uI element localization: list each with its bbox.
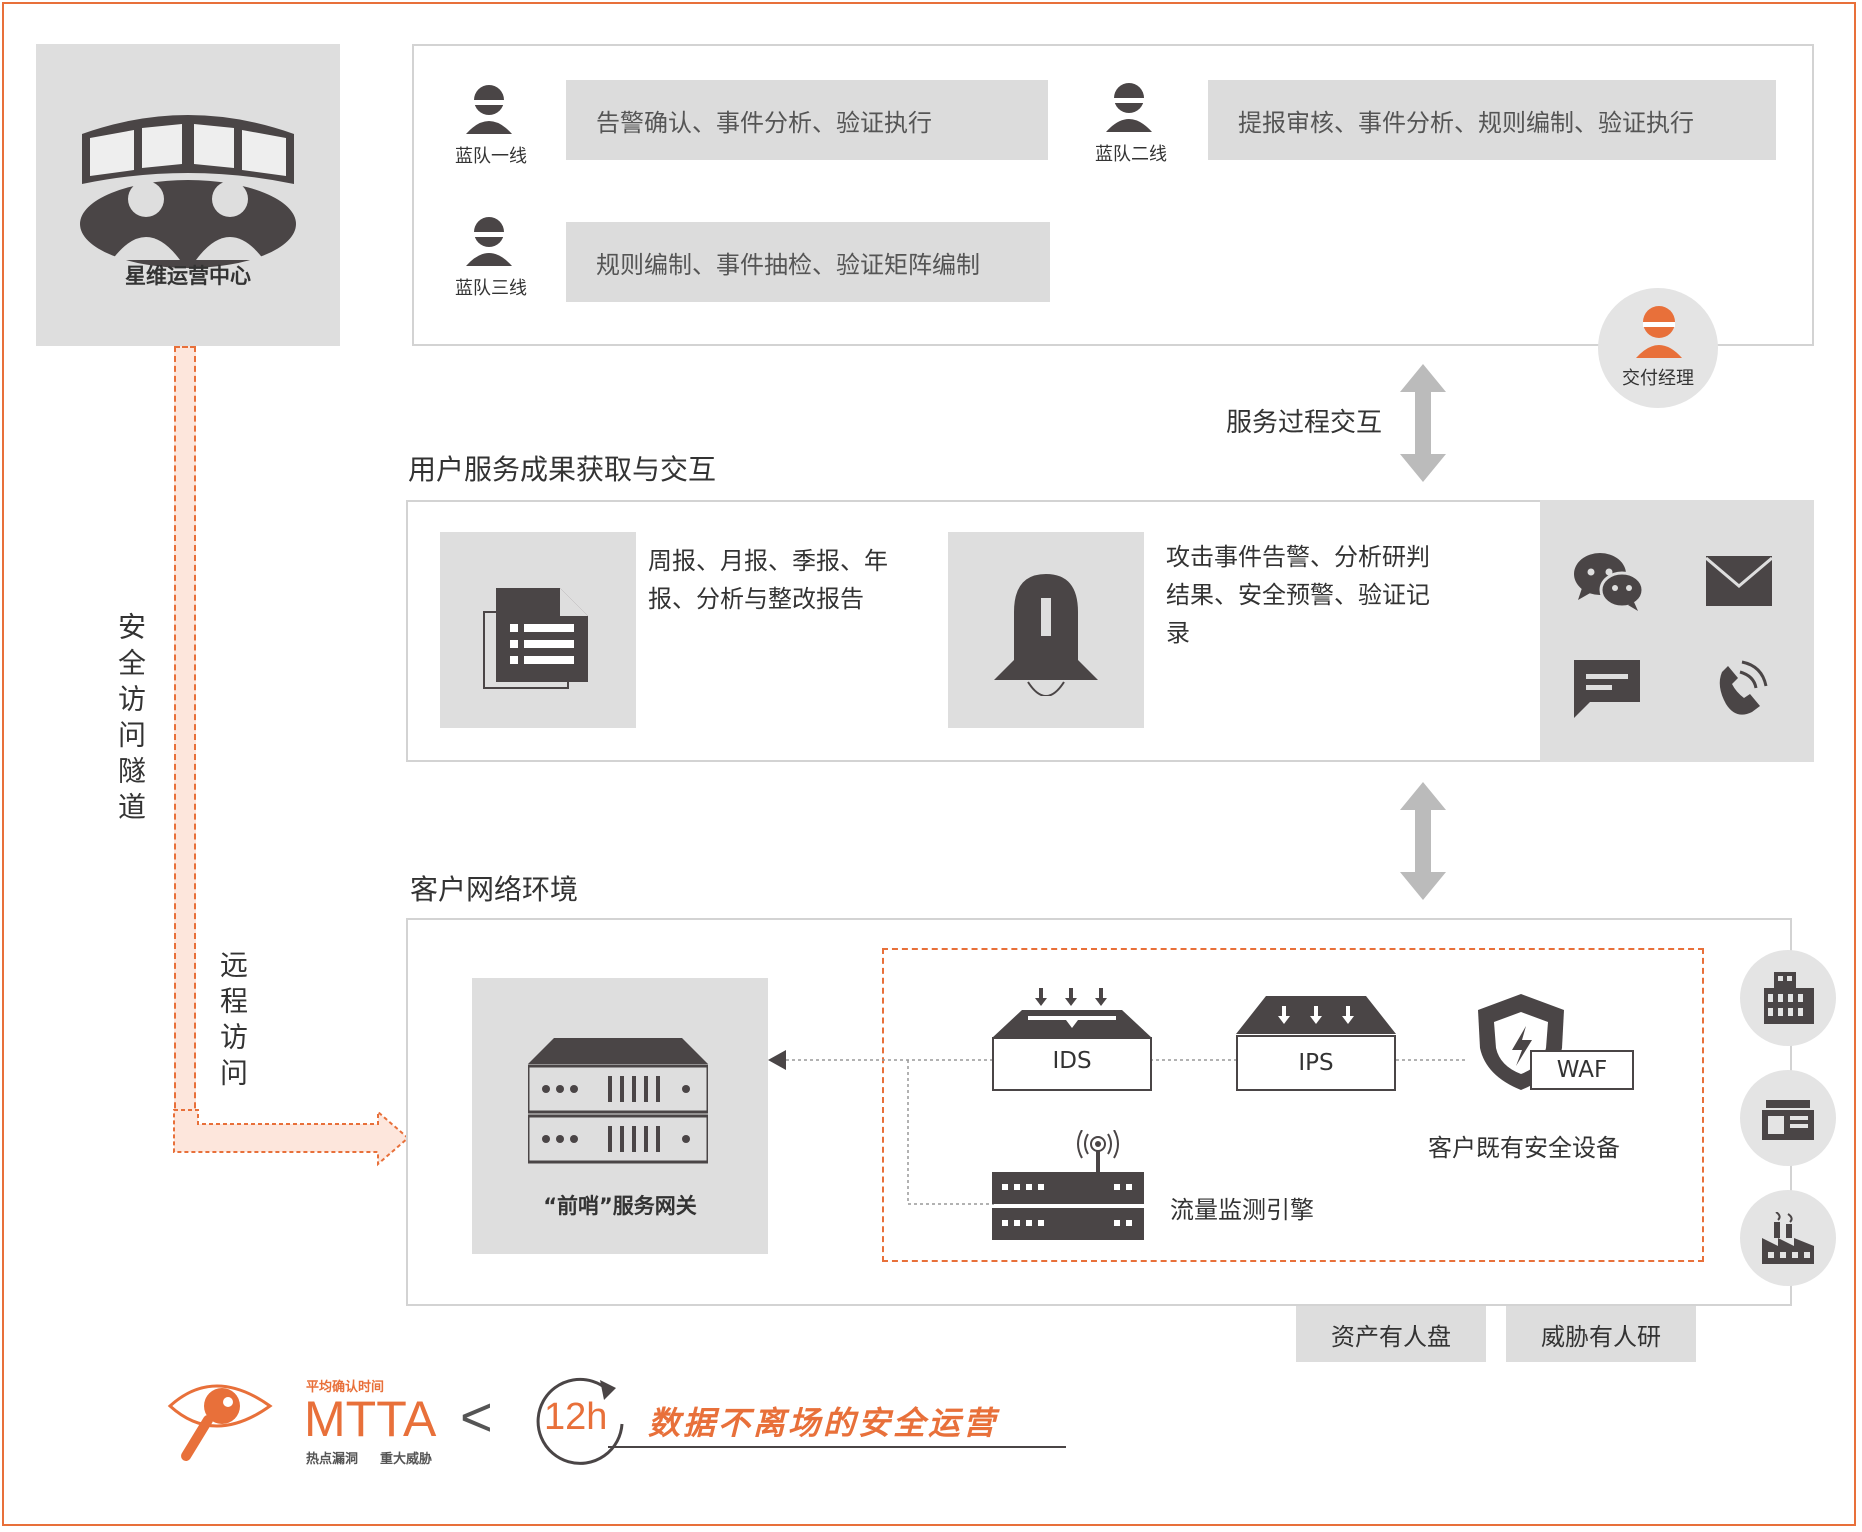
office-building-icon — [1764, 972, 1814, 1024]
mtta-sub-1: 热点漏洞 — [306, 1452, 359, 1467]
team-member-icon — [466, 217, 512, 266]
gateway-box: “前哨”服务网关 — [472, 978, 768, 1254]
mtta-caption: 平均确认时间 — [306, 1380, 385, 1395]
slogan-underline — [608, 1446, 1066, 1448]
threats-tag: 威胁有人研 — [1506, 1306, 1696, 1362]
factory-icon — [1762, 1212, 1814, 1264]
bell-icon — [994, 574, 1098, 696]
ips-label: IPS — [1298, 1050, 1334, 1076]
ids-label: IDS — [1052, 1048, 1092, 1074]
alerts-text: 攻击事件告警、分析研判结果、安全预警、验证记录 — [1166, 543, 1430, 647]
team-1-label: 蓝队一线 — [455, 146, 527, 167]
remote-arrow — [173, 1109, 410, 1167]
remote-label: 远程访问 — [216, 950, 249, 1094]
team-2-label: 蓝队二线 — [1095, 144, 1167, 165]
building-circle — [1740, 1070, 1836, 1166]
mtta-sub-2: 重大威胁 — [380, 1452, 433, 1467]
waf-label: WAF — [1530, 1050, 1634, 1090]
reports-text: 周报、月报、季报、年报、分析与整改报告 — [648, 547, 888, 613]
delivery-manager-icon — [1636, 306, 1682, 358]
phone-icon — [1719, 660, 1768, 715]
team-member-icon — [466, 85, 512, 134]
team-2-tasks: 提报审核、事件分析、规则编制、验证执行 — [1208, 80, 1776, 160]
customer-network-title: 客户网络环境 — [410, 873, 579, 906]
hours-text: 12h — [544, 1396, 608, 1438]
ids-device-icon — [992, 988, 1152, 1091]
building-circle — [1740, 950, 1836, 1046]
gateway-label: “前哨”服务网关 — [543, 1194, 697, 1218]
report-document-icon — [483, 588, 588, 689]
double-arrow-icon — [1400, 364, 1446, 482]
team-3-tasks: 规则编制、事件抽检、验证矩阵编制 — [566, 222, 1050, 302]
eye-magnifier-icon — [167, 1384, 273, 1461]
service-interaction-label: 服务过程交互 — [1226, 408, 1383, 438]
tunnel-vertical — [174, 346, 196, 1148]
less-than-sign: < — [460, 1385, 493, 1448]
team-1-tasks: 告警确认、事件分析、验证执行 — [566, 80, 1048, 160]
email-icon — [1706, 556, 1772, 606]
channels-box — [1540, 500, 1814, 762]
building-circle — [1740, 1190, 1836, 1286]
ips-device-icon — [1236, 996, 1396, 1091]
connector-lines — [768, 1050, 1468, 1205]
shop-building-icon — [1762, 1100, 1814, 1140]
tunnel-label: 安全访问隧道 — [114, 612, 147, 828]
assets-tag: 资产有人盘 — [1296, 1306, 1486, 1362]
traffic-engine-icon — [992, 1130, 1144, 1240]
server-gateway-icon — [528, 1038, 708, 1164]
mtta-text: MTTA — [304, 1391, 437, 1447]
report-icon-box — [440, 532, 636, 728]
slogan: 数据不离场的安全运营 — [648, 1404, 999, 1442]
user-service-title: 用户服务成果获取与交互 — [408, 453, 717, 486]
double-arrow-icon — [1400, 782, 1446, 900]
alert-icon-box — [948, 532, 1144, 728]
wechat-icon — [1574, 553, 1644, 611]
clock-cycle-icon — [536, 1377, 624, 1465]
traffic-engine-label: 流量监测引擎 — [1170, 1196, 1314, 1224]
delivery-manager-label: 交付经理 — [1622, 368, 1694, 389]
ops-center-icon — [80, 115, 296, 268]
team-3-label: 蓝队三线 — [455, 278, 527, 299]
existing-devices-label: 客户既有安全设备 — [1428, 1134, 1620, 1162]
message-icon — [1574, 660, 1640, 718]
ops-center-label: 星维运营中心 — [125, 264, 251, 288]
ops-center-box: 星维运营中心 — [36, 44, 340, 346]
team-member-icon — [1106, 83, 1152, 132]
security-devices-group — [882, 948, 1704, 1262]
